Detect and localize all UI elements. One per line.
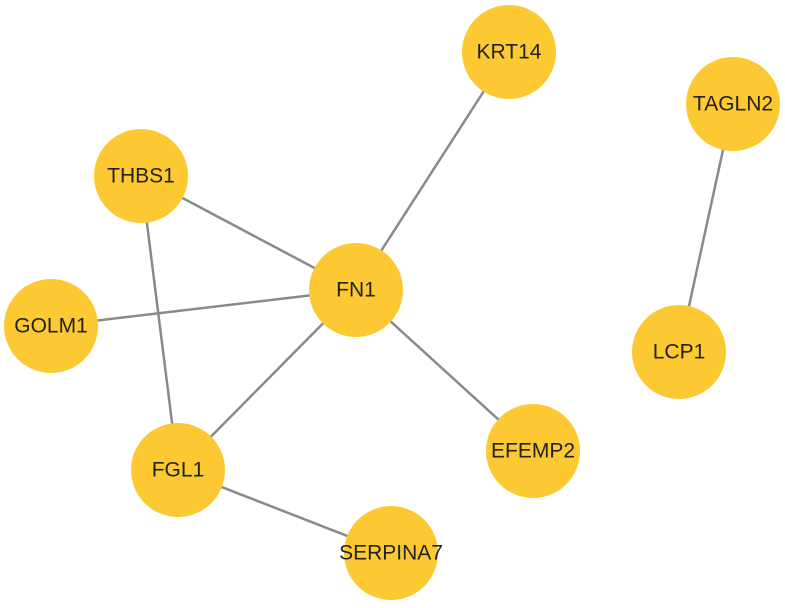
node-label: FGL1: [152, 459, 205, 482]
node-efemp2[interactable]: EFEMP2: [486, 404, 580, 498]
node-circle: [462, 5, 556, 99]
node-thbs1[interactable]: THBS1: [94, 129, 188, 223]
node-circle: [94, 129, 188, 223]
node-circle: [344, 506, 438, 600]
node-golm1[interactable]: GOLM1: [4, 279, 98, 373]
node-label: EFEMP2: [491, 440, 575, 463]
node-circle: [131, 423, 225, 517]
node-tagln2[interactable]: TAGLN2: [686, 57, 780, 151]
edge-fn1-golm1: [49, 288, 358, 328]
edge-thbs1-fgl1: [139, 174, 180, 472]
node-label: THBS1: [107, 165, 175, 188]
node-label: SERPINA7: [339, 542, 443, 565]
node-label: KRT14: [477, 41, 542, 64]
node-circle: [4, 279, 98, 373]
edge-fn1-krt14: [354, 50, 511, 292]
node-fn1[interactable]: FN1: [309, 243, 403, 337]
node-label: FN1: [336, 279, 376, 302]
node-krt14[interactable]: KRT14: [462, 5, 556, 99]
node-serpina7[interactable]: SERPINA7: [339, 506, 443, 600]
node-lcp1[interactable]: LCP1: [632, 305, 726, 399]
node-fgl1[interactable]: FGL1: [131, 423, 225, 517]
node-label: GOLM1: [14, 315, 88, 338]
node-circle: [686, 57, 780, 151]
node-circle: [486, 404, 580, 498]
node-circle: [632, 305, 726, 399]
node-label: LCP1: [653, 341, 706, 364]
node-label: TAGLN2: [693, 93, 773, 116]
node-circle: [309, 243, 403, 337]
